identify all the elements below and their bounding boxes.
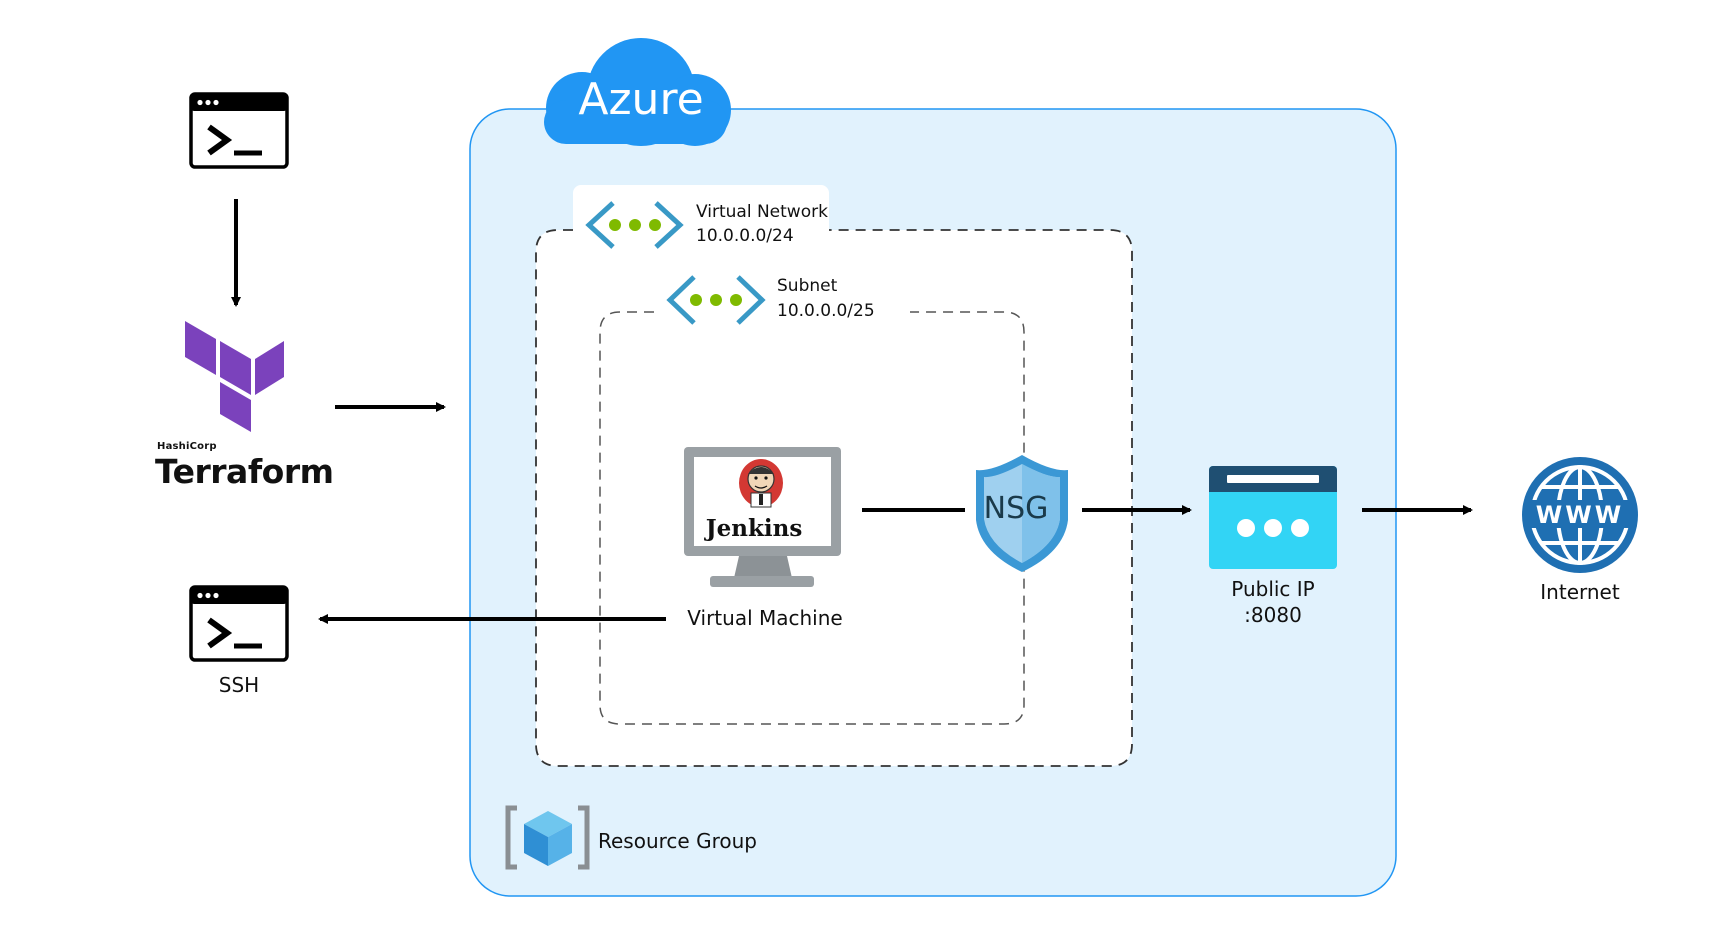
terraform-brand: HashiCorp xyxy=(157,441,217,452)
resource-group-icon xyxy=(505,805,590,870)
azure-title: Azure xyxy=(578,74,704,125)
svg-text:WWW: WWW xyxy=(1536,501,1624,529)
vnet-cidr: 10.0.0.0/24 xyxy=(696,226,794,246)
resource-group-label: Resource Group xyxy=(598,829,757,853)
public-ip-port: :8080 xyxy=(1244,603,1302,627)
terraform-name: Terraform xyxy=(155,452,334,491)
virtual-network-icon xyxy=(585,201,684,249)
jenkins-label: Jenkins xyxy=(705,515,803,542)
vnet-title: Virtual Network xyxy=(696,202,828,222)
public-ip-label: Public IP xyxy=(1231,577,1315,601)
cloud-icon xyxy=(544,38,731,146)
internet-label: Internet xyxy=(1540,580,1620,604)
ssh-label: SSH xyxy=(218,673,260,697)
globe-icon: WWW xyxy=(1522,457,1638,573)
terminal-icon xyxy=(189,92,289,169)
shield-icon xyxy=(976,455,1068,572)
ssh-terminal-icon xyxy=(189,585,289,662)
terraform-logo xyxy=(185,321,284,432)
public-ip-icon xyxy=(1209,466,1337,569)
subnet-title: Subnet xyxy=(777,276,838,296)
subnet-cidr: 10.0.0.0/25 xyxy=(777,301,875,321)
subnet-boundary xyxy=(599,311,1025,725)
jenkins-logo xyxy=(739,459,783,508)
vm-label: Virtual Machine xyxy=(687,606,843,630)
subnet-icon xyxy=(666,275,766,325)
nsg-label: NSG xyxy=(983,491,1049,526)
